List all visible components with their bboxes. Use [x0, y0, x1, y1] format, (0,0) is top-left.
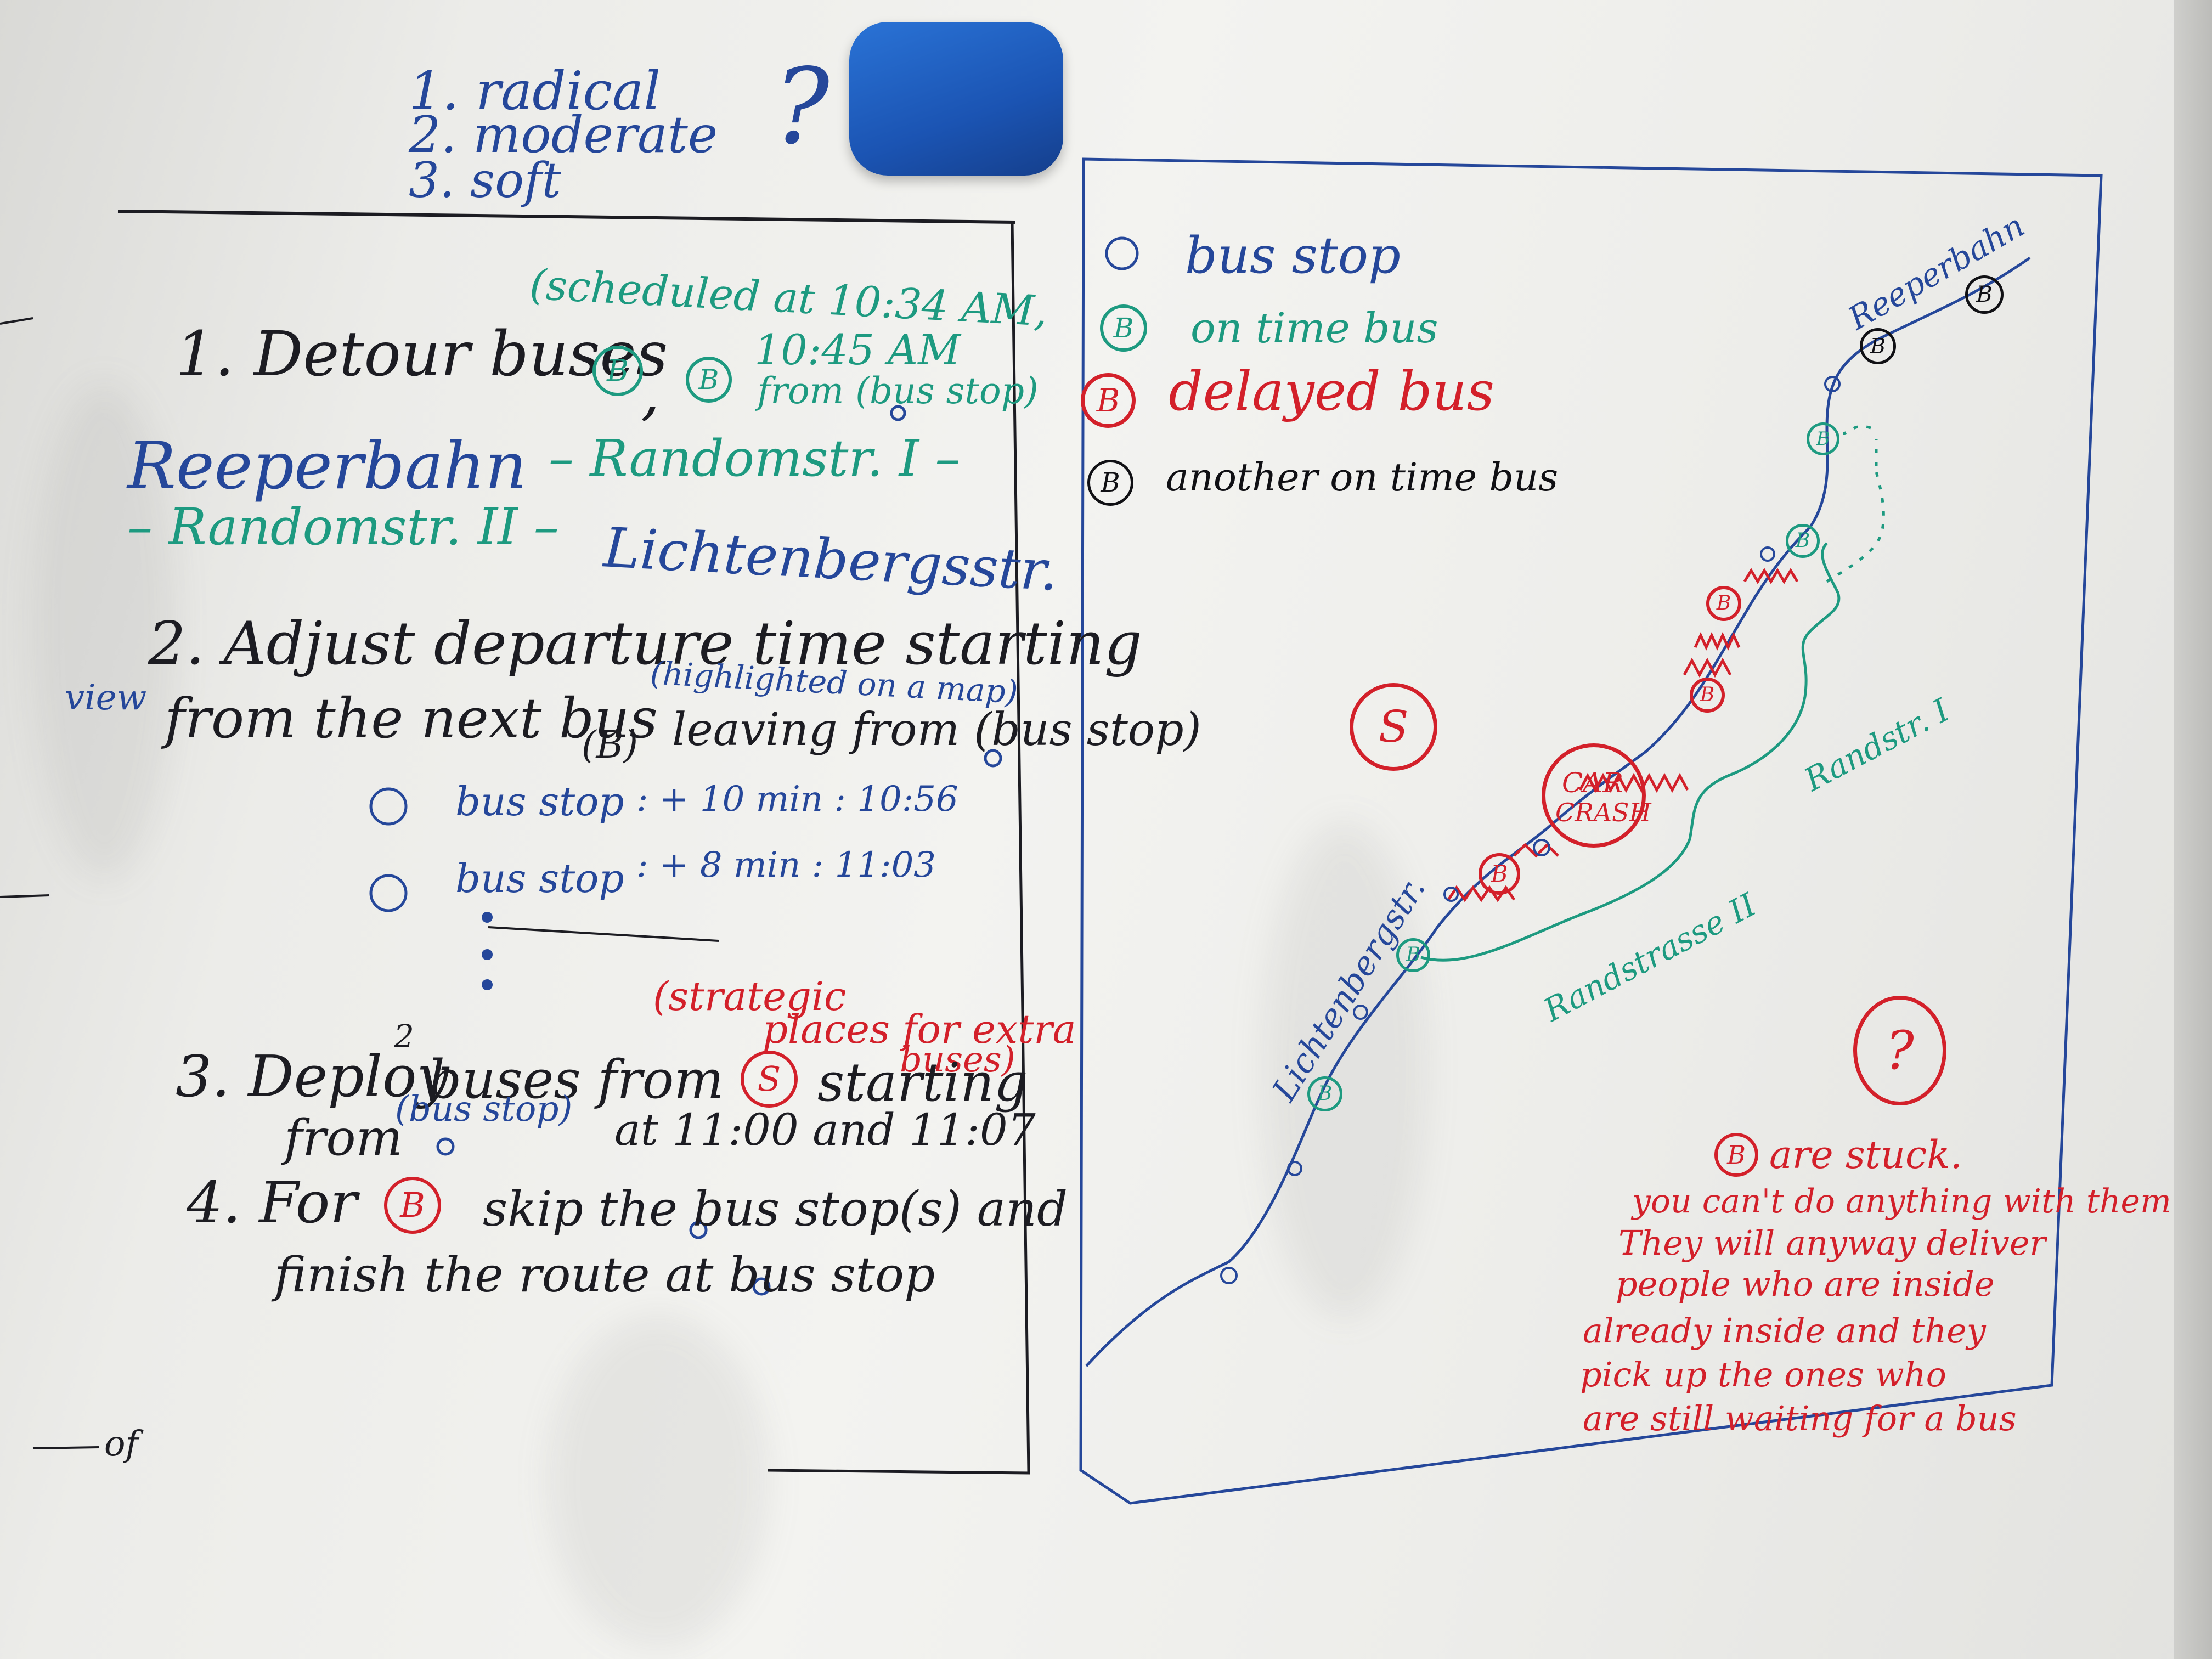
detour-route-dashed: [1826, 425, 1885, 583]
bus-marker-2: B: [686, 357, 732, 403]
step3-line2-a: from: [284, 1109, 403, 1167]
plan-box-border: [768, 222, 1030, 1475]
legend-another-marker: B: [1087, 460, 1133, 506]
note-bus-marker: B: [1714, 1133, 1758, 1177]
step2-line2-a: from the next bus: [165, 686, 658, 751]
legend-another: another on time bus: [1166, 455, 1559, 500]
car-crash-line2: CRASH: [1555, 798, 1651, 827]
map-red-bus-3: B: [1479, 853, 1520, 895]
step4-line2: finish the route at bus stop: [274, 1246, 935, 1303]
option-radical: 1. radical: [409, 60, 661, 122]
step3-line1-c: starting: [817, 1052, 1028, 1113]
step2-line1: 2. Adjust departure time starting: [148, 610, 1142, 678]
edge-text-of: of: [104, 1424, 139, 1464]
map-green-bus-3: B: [1396, 938, 1430, 972]
step3-line1-a: 3. Deploy: [176, 1043, 449, 1110]
step2-line2-b: leaving from (bus stop): [672, 704, 1201, 756]
car-crash-line1: CAR: [1562, 767, 1624, 799]
step3-superscript: 2: [394, 1018, 414, 1055]
eraser-icon: [849, 22, 1063, 176]
map-green-bus-1: B: [1807, 422, 1839, 455]
smudge: [549, 1317, 768, 1646]
stop2-label: bus stop: [455, 855, 624, 901]
step1-comma: ,: [641, 357, 660, 427]
options-question-mark: ?: [774, 46, 830, 167]
legend-on-time: on time bus: [1190, 303, 1438, 352]
step4-line1-a: 4. For: [187, 1169, 358, 1236]
map-strategic-marker: S: [1350, 683, 1437, 771]
map-question-marker: ?: [1853, 996, 1946, 1105]
note-line4: people who are inside: [1616, 1264, 1995, 1304]
legend-on-time-marker: B: [1100, 304, 1147, 352]
divider-line: [117, 210, 1015, 224]
car-crash-marker: CAR CRASH: [1542, 743, 1651, 848]
edge-text-view: view: [65, 678, 147, 718]
route-reeperbahn: Reeperbahn: [127, 428, 527, 504]
map-red-bus-2: B: [1690, 678, 1725, 713]
delayed-segment: [1447, 568, 1799, 902]
map-black-bus-1: B: [1965, 275, 2004, 314]
schedule-line3: from (bus stop): [757, 370, 1039, 412]
map-black-bus-2: B: [1860, 328, 1896, 364]
step4-line1-b: skip the bus stop(s) and: [483, 1181, 1068, 1237]
note-line6: pick up the ones who: [1580, 1355, 1946, 1395]
step3-line2-c: at 11:00 and 11:07: [614, 1104, 1036, 1155]
plan-bus-stops: [369, 236, 1139, 1296]
note-line5: already inside and they: [1583, 1311, 1986, 1351]
route-randomstr1: – Randomstr. I –: [549, 429, 961, 488]
route-bus-stops: [1220, 376, 1841, 1284]
whiteboard-frame: [2174, 0, 2212, 1659]
stop2-detail: : + 8 min : 11:03: [636, 845, 936, 885]
map-red-bus-1: B: [1706, 586, 1741, 621]
strategic-note-line2: places for extra: [763, 1006, 1076, 1052]
legend-delayed: delayed bus: [1169, 360, 1494, 423]
note-line7: are still waiting for a bus: [1583, 1398, 2017, 1438]
bus-marker-1: B: [592, 346, 643, 396]
option-moderate: 2. moderate: [409, 105, 718, 164]
legend-delayed-marker: B: [1081, 373, 1136, 428]
ellipsis-dots: [482, 912, 493, 990]
map-green-bus-2: B: [1786, 524, 1820, 558]
step1-title: 1. Detour buses: [176, 319, 668, 390]
map-green-bus-4: B: [1307, 1076, 1342, 1111]
strategic-marker: S: [741, 1051, 798, 1108]
option-soft: 3. soft: [409, 152, 562, 208]
note-line2: you can't do anything with them: [1632, 1182, 2171, 1221]
schedule-line2: 10:45 AM: [754, 325, 961, 374]
strategic-note-line1: (strategic: [653, 973, 847, 1019]
stop1-detail: : + 10 min : 10:56: [636, 779, 958, 820]
map-box-border: [1079, 157, 2103, 1505]
route-randomstr2: – Randomstr. II –: [127, 498, 559, 556]
step3-line1-b: buses from: [428, 1049, 724, 1110]
note-line3: They will anyway deliver: [1618, 1223, 2046, 1263]
smudge: [33, 384, 176, 878]
detour-route: [1420, 542, 1841, 962]
step2-marker: (B): [582, 724, 639, 767]
step3-line2-b: (bus stop): [395, 1089, 573, 1130]
legend-bus-stop: bus stop: [1185, 226, 1401, 285]
smudge: [1262, 823, 1426, 1317]
stop1-label: bus stop: [455, 778, 624, 825]
strategic-note-line3: buses): [900, 1040, 1015, 1080]
stuck-bus-marker: B: [384, 1177, 441, 1234]
note-line1: are stuck.: [1769, 1132, 1962, 1177]
